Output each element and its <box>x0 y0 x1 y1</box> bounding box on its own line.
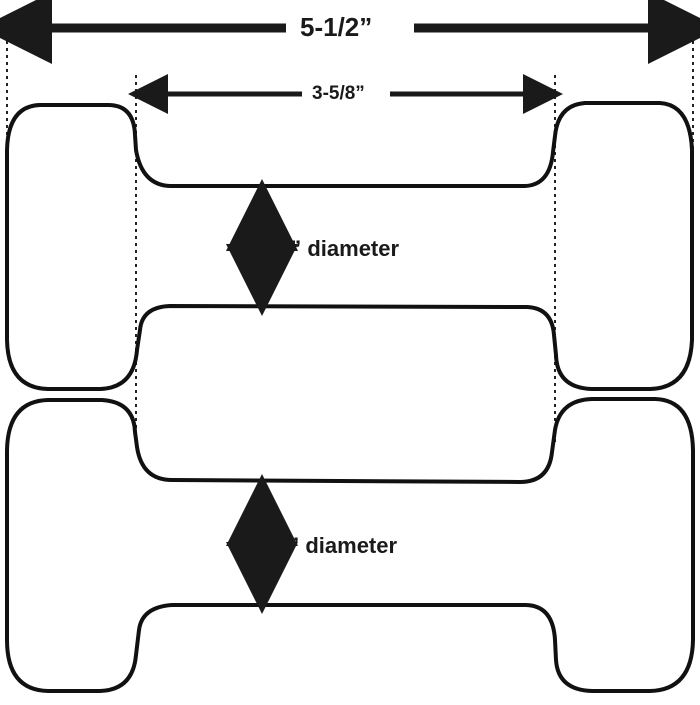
bottom-dumbbell-outline <box>5 397 695 693</box>
handle-length-label: 3-5/8” <box>308 84 369 103</box>
overall-length-label: 5-1/2” <box>296 14 377 40</box>
dimension-arrows <box>0 0 700 614</box>
bottom-handle-diameter-label: 1” diameter <box>276 533 398 558</box>
top-dumbbell-outline <box>5 101 694 391</box>
top-handle-diameter-label: 1” diameter <box>278 236 400 261</box>
